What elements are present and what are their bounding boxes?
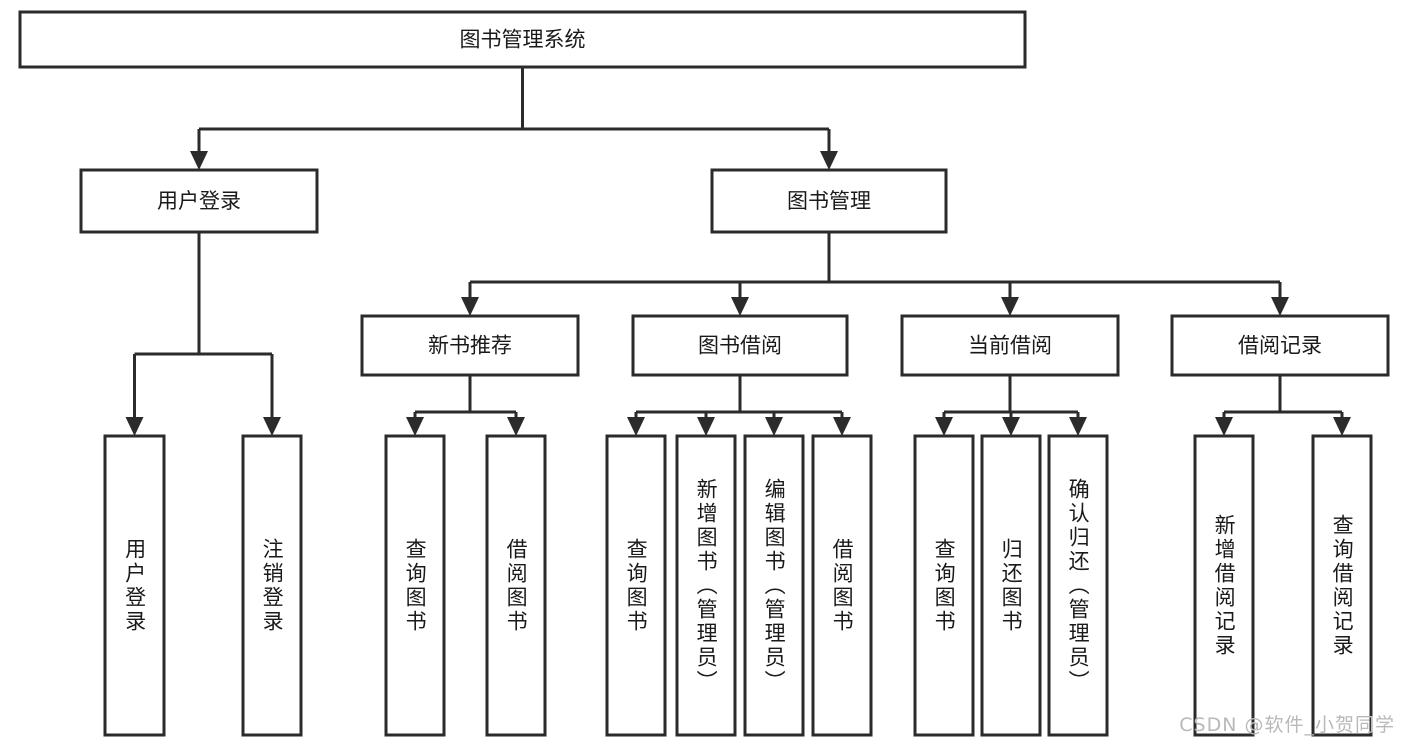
node-box xyxy=(710,168,948,234)
node-book-manage[interactable]: 图书管理 xyxy=(710,168,948,234)
node-label: 图书借阅 xyxy=(698,334,782,358)
node-box xyxy=(913,434,975,737)
node-box xyxy=(360,314,580,377)
arrow-head-icon xyxy=(1069,417,1087,436)
arrow-head-icon xyxy=(263,417,281,436)
node-leaf-edit-book[interactable] xyxy=(743,434,805,737)
node-leaf-return-book[interactable] xyxy=(980,434,1042,737)
arrow-head-icon xyxy=(1001,297,1019,316)
arrow-head-icon xyxy=(190,151,208,170)
arrow-head-icon xyxy=(833,417,851,436)
arrow-head-icon xyxy=(731,297,749,316)
node-box xyxy=(743,434,805,737)
node-leaf-add-record[interactable] xyxy=(1193,434,1255,737)
node-leaf-query-book-2[interactable] xyxy=(605,434,667,737)
node-label: 借阅记录 xyxy=(1238,334,1322,358)
node-leaf-borrow-book-2[interactable] xyxy=(811,434,873,737)
node-box xyxy=(485,434,547,737)
node-label: 当前借阅 xyxy=(968,334,1052,358)
node-root[interactable]: 图书管理系统 xyxy=(18,10,1027,69)
arrow-head-icon xyxy=(406,417,424,436)
node-box xyxy=(1311,434,1373,737)
node-leaf-query-record[interactable] xyxy=(1311,434,1373,737)
node-box xyxy=(980,434,1042,737)
node-new-book-recommend[interactable]: 新书推荐 xyxy=(360,314,580,377)
node-leaf-add-book[interactable] xyxy=(675,434,737,737)
arrow-head-icon xyxy=(1002,417,1020,436)
node-leaf-query-book-3[interactable] xyxy=(913,434,975,737)
arrow-head-icon xyxy=(1333,417,1351,436)
node-box xyxy=(675,434,737,737)
arrow-head-icon xyxy=(627,417,645,436)
arrow-head-icon xyxy=(765,417,783,436)
node-label: 图书管理 xyxy=(787,189,871,213)
arrow-head-icon xyxy=(125,417,144,436)
node-leaf-user-login[interactable] xyxy=(103,434,166,737)
node-label: 新书推荐 xyxy=(428,334,512,358)
node-box xyxy=(18,10,1027,69)
arrow-head-icon xyxy=(1271,297,1289,316)
connector-layer xyxy=(125,67,1351,436)
node-box xyxy=(241,434,303,737)
node-borrow-record[interactable]: 借阅记录 xyxy=(1170,314,1390,377)
node-box xyxy=(631,314,849,377)
arrow-head-icon xyxy=(820,151,838,170)
node-leaf-borrow-book-1[interactable] xyxy=(485,434,547,737)
arrow-head-icon xyxy=(1215,417,1233,436)
node-box xyxy=(79,168,319,234)
node-box xyxy=(1170,314,1390,377)
node-box xyxy=(1047,434,1109,737)
node-leaf-confirm-return[interactable] xyxy=(1047,434,1109,737)
node-leaf-logout[interactable] xyxy=(241,434,303,737)
arrow-head-icon xyxy=(935,417,953,436)
arrow-head-icon xyxy=(461,297,479,316)
arrow-head-icon xyxy=(697,417,715,436)
node-leaf-query-book-1[interactable] xyxy=(384,434,446,737)
node-current-borrow[interactable]: 当前借阅 xyxy=(900,314,1120,377)
node-label: 用户登录 xyxy=(157,189,241,213)
node-box xyxy=(103,434,166,737)
node-box xyxy=(384,434,446,737)
node-box xyxy=(605,434,667,737)
node-user-login[interactable]: 用户登录 xyxy=(79,168,319,234)
node-book-borrow[interactable]: 图书借阅 xyxy=(631,314,849,377)
arrow-head-icon xyxy=(507,417,525,436)
node-label: 图书管理系统 xyxy=(460,28,586,52)
node-box xyxy=(900,314,1120,377)
node-box xyxy=(1193,434,1255,737)
node-box xyxy=(811,434,873,737)
